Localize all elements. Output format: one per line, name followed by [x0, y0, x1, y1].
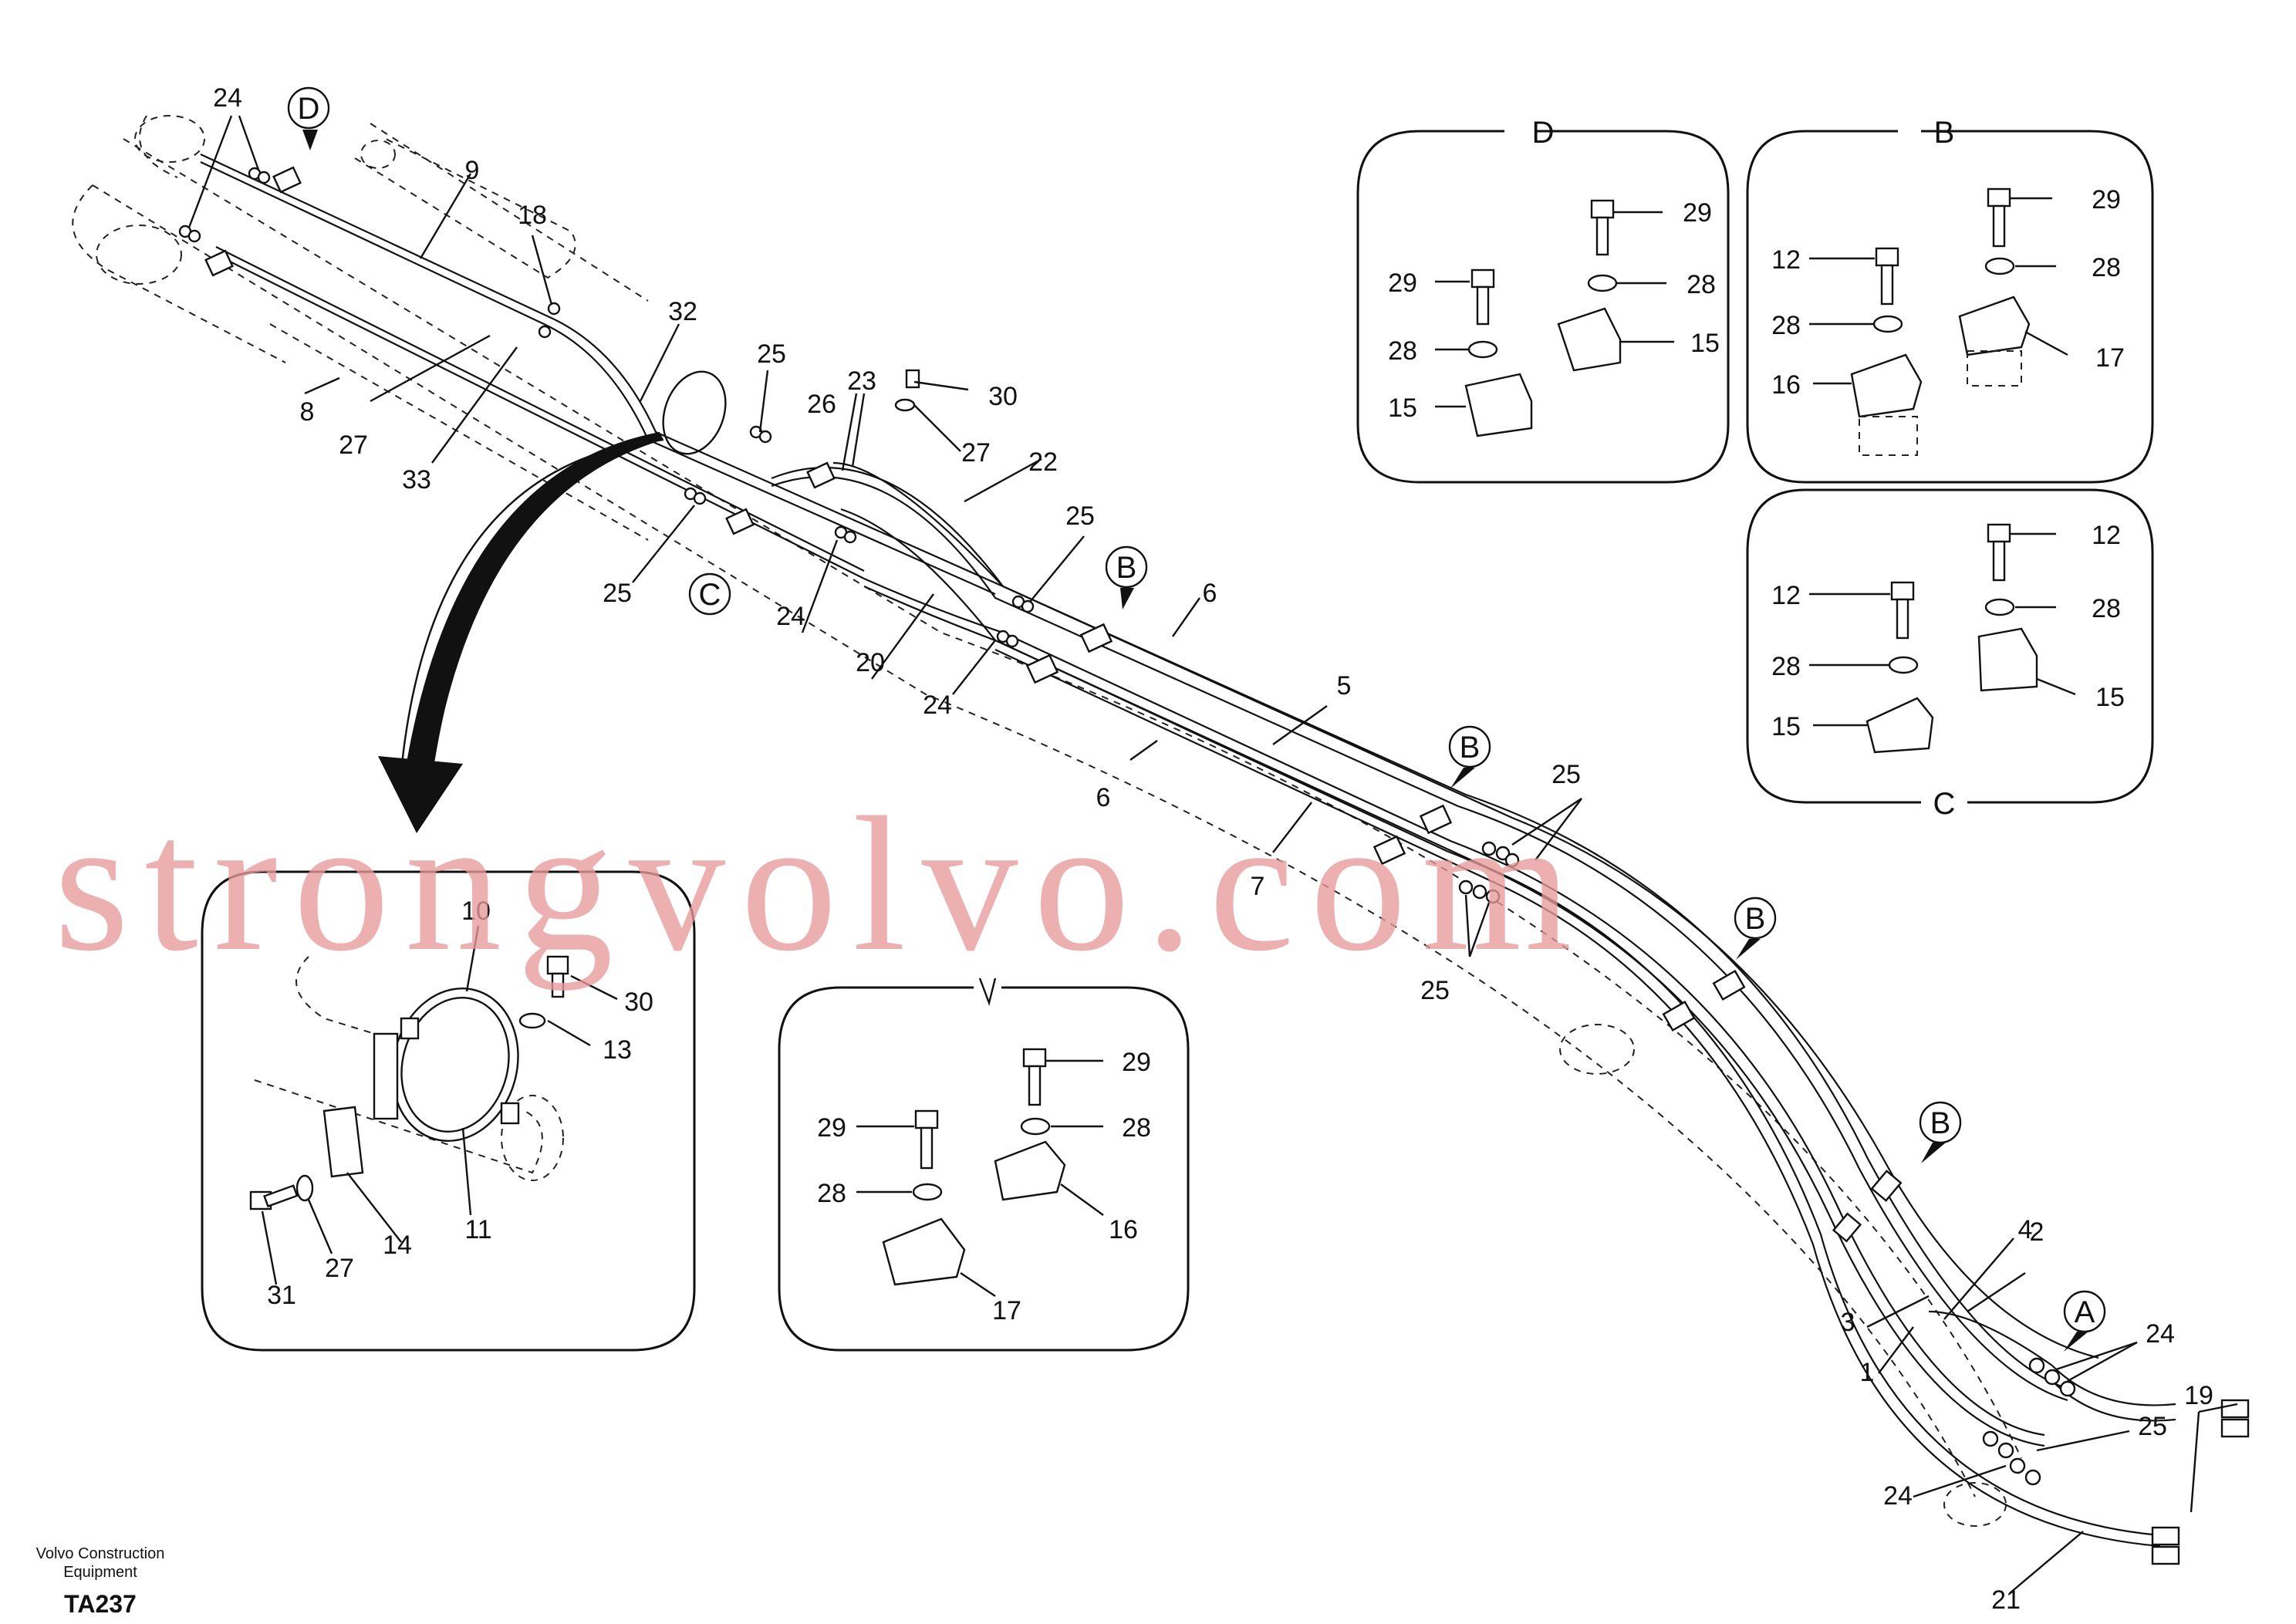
svg-text:8: 8 [300, 397, 315, 427]
svg-text:3: 3 [1841, 1308, 1855, 1337]
svg-text:31: 31 [267, 1281, 296, 1310]
svg-text:11: 11 [464, 1215, 491, 1244]
svg-text:24: 24 [2146, 1319, 2175, 1349]
svg-text:28: 28 [2092, 253, 2121, 282]
svg-text:4: 4 [2018, 1215, 2033, 1244]
svg-text:18: 18 [518, 201, 547, 230]
svg-text:12: 12 [1771, 581, 1801, 610]
svg-text:28: 28 [1687, 270, 1716, 299]
fittings [178, 167, 2250, 1565]
svg-text:17: 17 [992, 1296, 1021, 1325]
svg-text:12: 12 [2092, 521, 2121, 550]
svg-text:32: 32 [668, 297, 697, 326]
svg-text:20: 20 [856, 648, 885, 677]
svg-text:27: 27 [961, 438, 991, 468]
svg-text:13: 13 [603, 1035, 632, 1065]
svg-text:28: 28 [1771, 652, 1801, 681]
svg-text:7: 7 [1251, 872, 1265, 901]
zoom-callout [378, 370, 727, 833]
svg-text:C: C [1933, 787, 1956, 821]
svg-text:28: 28 [1122, 1113, 1151, 1143]
watermark: strongvolvo.com [54, 778, 1587, 991]
svg-text:10: 10 [461, 896, 491, 926]
svg-text:27: 27 [325, 1254, 354, 1283]
svg-text:1: 1 [1860, 1358, 1875, 1387]
svg-text:25: 25 [1551, 760, 1581, 789]
svg-text:21: 21 [1991, 1585, 2021, 1615]
detail-panel-d: D 29 28 15 29 28 15 [1356, 116, 1730, 484]
footer: Volvo Construction Equipment TA237 [36, 1545, 165, 1618]
svg-text:22: 22 [1028, 447, 1058, 477]
svg-text:30: 30 [988, 382, 1018, 411]
view-callouts: D C B B B B A [287, 86, 2106, 1352]
svg-text:17: 17 [2095, 343, 2125, 373]
leader-lines [187, 115, 2238, 1594]
detail-panel-b: B 29 28 17 12 28 16 [1746, 116, 2154, 484]
svg-text:2: 2 [2030, 1217, 2044, 1247]
svg-text:15: 15 [2095, 683, 2125, 712]
svg-text:29: 29 [1122, 1048, 1151, 1077]
svg-text:25: 25 [757, 339, 786, 369]
svg-text:25: 25 [1420, 976, 1450, 1005]
svg-text:B: B [1745, 902, 1766, 936]
svg-text:15: 15 [1771, 712, 1801, 741]
svg-text:5: 5 [1337, 671, 1352, 701]
svg-text:D: D [1532, 116, 1555, 150]
svg-text:D: D [298, 92, 320, 126]
svg-text:26: 26 [807, 390, 836, 419]
detail-panel-a: 29 28 16 29 28 17 [778, 974, 1190, 1352]
detail-panel-c: C 12 28 15 12 28 15 [1746, 488, 2154, 821]
svg-text:Volvo Construction: Volvo Construction [36, 1545, 165, 1562]
svg-text:28: 28 [1388, 336, 1417, 366]
svg-text:6: 6 [1096, 783, 1111, 812]
svg-text:16: 16 [1109, 1215, 1138, 1244]
svg-text:A: A [2075, 1295, 2095, 1329]
svg-text:28: 28 [817, 1179, 846, 1208]
svg-text:19: 19 [2184, 1381, 2213, 1410]
svg-text:6: 6 [1203, 579, 1217, 608]
svg-text:TA237: TA237 [64, 1590, 137, 1618]
boom-outline [72, 115, 2022, 1527]
svg-text:15: 15 [1388, 393, 1417, 423]
svg-text:25: 25 [603, 579, 632, 608]
svg-text:30: 30 [624, 988, 653, 1017]
svg-text:23: 23 [847, 366, 876, 396]
svg-text:24: 24 [776, 602, 805, 631]
clamps [204, 166, 1903, 1243]
svg-text:29: 29 [2092, 185, 2121, 214]
svg-text:B: B [1934, 116, 1955, 150]
svg-text:28: 28 [1771, 311, 1801, 340]
main-part-labels: 24 9 18 8 32 27 33 25 23 26 30 27 22 25 … [213, 83, 2213, 1615]
svg-text:27: 27 [339, 430, 368, 460]
svg-text:29: 29 [1683, 198, 1712, 228]
svg-text:29: 29 [817, 1113, 846, 1143]
detail-panel-clamp: 10 30 13 11 14 27 31 [201, 870, 696, 1352]
svg-text:24: 24 [923, 690, 952, 720]
svg-text:24: 24 [1883, 1481, 1913, 1511]
svg-text:25: 25 [1065, 501, 1095, 531]
svg-text:Equipment: Equipment [63, 1564, 137, 1581]
svg-text:14: 14 [383, 1231, 412, 1260]
svg-text:C: C [699, 578, 721, 612]
svg-text:B: B [1116, 551, 1137, 585]
svg-text:B: B [1460, 731, 1481, 765]
svg-text:B: B [1930, 1106, 1951, 1140]
svg-text:12: 12 [1771, 245, 1801, 275]
svg-text:33: 33 [402, 465, 431, 495]
svg-text:16: 16 [1771, 370, 1801, 400]
svg-text:24: 24 [213, 83, 242, 113]
svg-text:25: 25 [2138, 1412, 2167, 1441]
svg-text:29: 29 [1388, 268, 1417, 298]
svg-text:28: 28 [2092, 594, 2121, 623]
svg-text:15: 15 [1690, 329, 1720, 358]
hydraulic-lines [200, 154, 2176, 1548]
svg-text:9: 9 [465, 156, 480, 185]
